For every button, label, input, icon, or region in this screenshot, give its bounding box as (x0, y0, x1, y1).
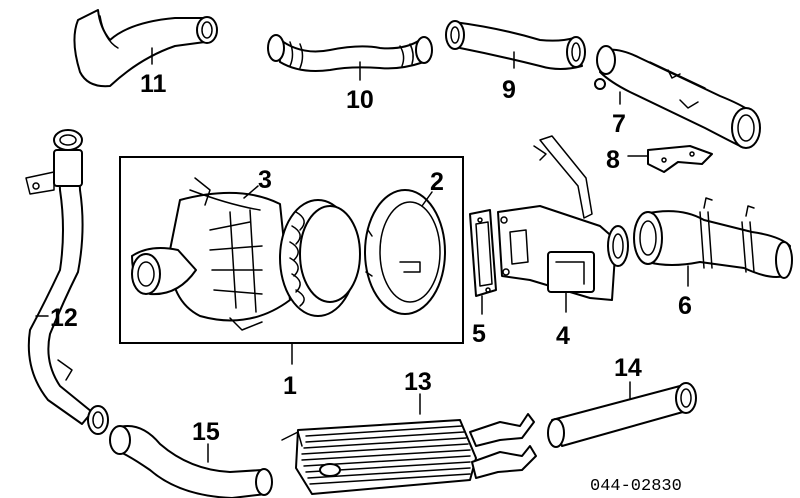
part-15-hose (109, 425, 273, 498)
callout-7: 7 (612, 91, 626, 138)
part-5-gasket (469, 209, 497, 297)
part-12-long-pipe (25, 129, 109, 435)
part-13-intercooler (281, 413, 537, 495)
callout-14: 14 (614, 354, 642, 399)
callout-9: 9 (502, 51, 516, 104)
callout-4-label: 4 (556, 322, 570, 350)
callout-3: 3 (243, 166, 272, 199)
callout-1-label: 1 (283, 372, 297, 400)
callout-6: 6 (678, 265, 692, 320)
part-6-hose (633, 197, 793, 279)
part-4-air-flow-meter (497, 135, 629, 301)
callout-4: 4 (556, 291, 570, 350)
callout-5-label: 5 (472, 320, 486, 348)
part-9-hose (445, 20, 586, 70)
callout-5: 5 (472, 295, 486, 348)
callout-15-label: 15 (192, 418, 220, 446)
callout-15: 15 (192, 418, 220, 463)
part-14-pipe (547, 382, 697, 448)
part-3-housing (131, 177, 291, 331)
filter-element (279, 199, 361, 317)
diagram-reference-code: 044-02830 (590, 477, 682, 496)
callout-10-label: 10 (346, 86, 374, 114)
part-2-cover (364, 189, 446, 315)
part-1-air-cleaner-assembly (119, 156, 464, 344)
callout-6-label: 6 (678, 292, 692, 320)
part-10-duct (267, 34, 433, 72)
callout-8: 8 (606, 146, 649, 174)
callout-7-label: 7 (612, 110, 626, 138)
part-7-resonator (594, 45, 761, 149)
callout-13: 13 (404, 368, 432, 415)
callout-2: 2 (421, 168, 444, 207)
part-8-bracket (647, 145, 713, 173)
callout-12-label: 12 (50, 304, 78, 332)
callout-1: 1 (283, 342, 297, 400)
part-11-intake-hose (73, 9, 218, 88)
callout-12: 12 (35, 304, 78, 332)
callout-11: 11 (140, 47, 167, 98)
callout-10: 10 (346, 61, 374, 114)
callout-9-label: 9 (502, 76, 516, 104)
callout-8-label: 8 (606, 146, 620, 174)
callout-3-label: 3 (258, 166, 272, 194)
callout-14-label: 14 (614, 354, 642, 382)
callout-2-label: 2 (430, 168, 444, 196)
callout-13-label: 13 (404, 368, 432, 396)
callout-11-label: 11 (140, 70, 167, 98)
